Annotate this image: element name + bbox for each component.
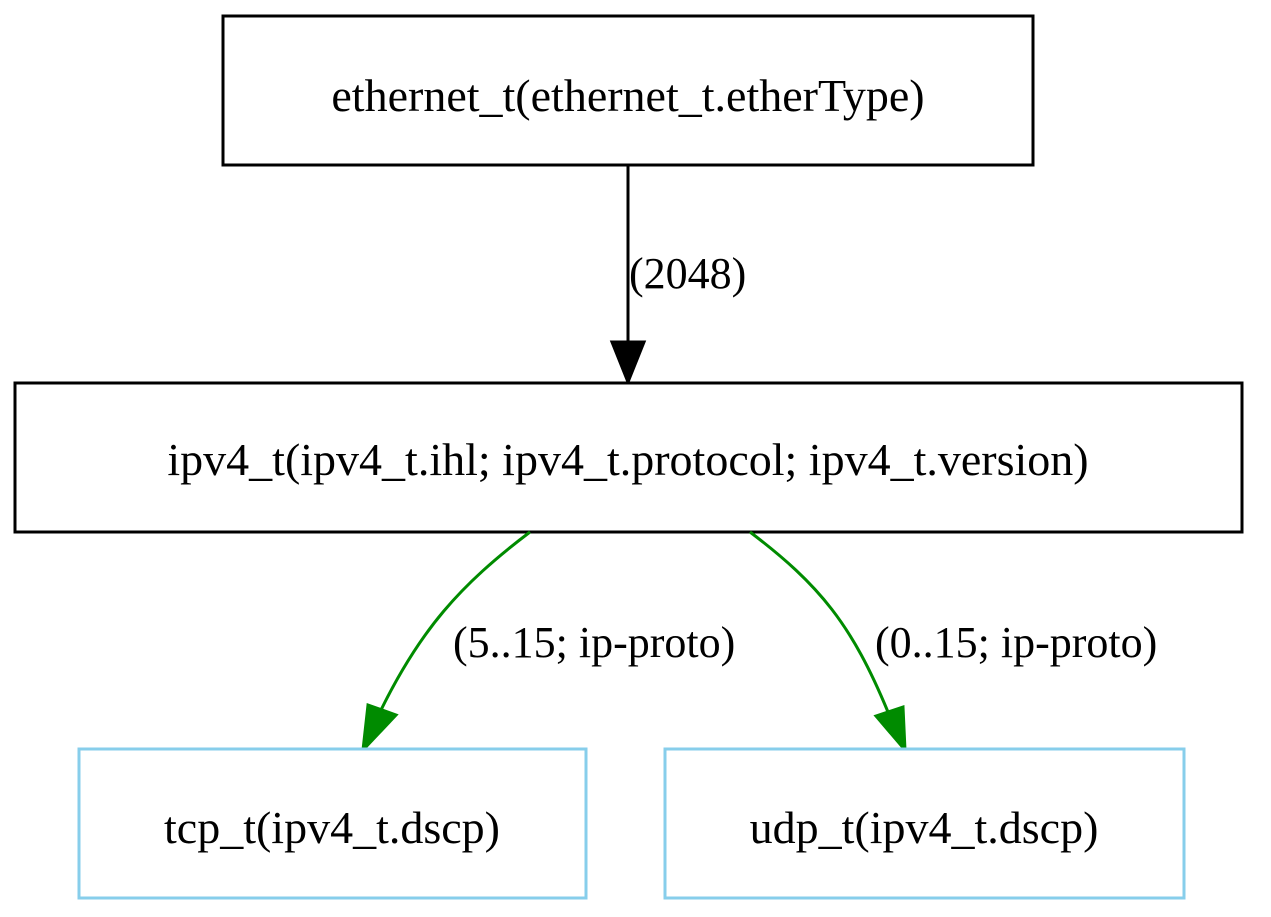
edge-ethernet-to-ipv4: (2048) bbox=[609, 166, 746, 387]
edge-ipv4-to-udp-arrowhead bbox=[873, 704, 907, 755]
node-tcp-label: tcp_t(ipv4_t.dscp) bbox=[164, 802, 500, 853]
edge-ethernet-to-ipv4-label: (2048) bbox=[629, 249, 746, 298]
node-tcp[interactable]: tcp_t(ipv4_t.dscp) bbox=[77, 747, 588, 900]
node-ethernet-box bbox=[221, 14, 1035, 167]
edge-ipv4-to-tcp: (5..15; ip-proto) bbox=[361, 530, 735, 755]
node-ipv4-label: ipv4_t(ipv4_t.ihl; ipv4_t.protocol; ipv4… bbox=[167, 434, 1088, 485]
edge-ipv4-to-tcp-label: (5..15; ip-proto) bbox=[453, 618, 735, 667]
node-ethernet-label: ethernet_t(ethernet_t.etherType) bbox=[331, 70, 924, 121]
node-ipv4[interactable]: ipv4_t(ipv4_t.ihl; ipv4_t.protocol; ipv4… bbox=[13, 381, 1244, 534]
edge-ipv4-to-tcp-arrowhead bbox=[361, 702, 399, 755]
node-udp-label: udp_t(ipv4_t.dscp) bbox=[750, 802, 1099, 853]
node-ipv4-box bbox=[13, 381, 1244, 534]
edge-ipv4-to-udp: (0..15; ip-proto) bbox=[749, 530, 1157, 755]
edge-ethernet-to-ipv4-arrowhead bbox=[609, 340, 647, 387]
node-udp-box bbox=[663, 747, 1186, 900]
node-ethernet[interactable]: ethernet_t(ethernet_t.etherType) bbox=[221, 14, 1035, 167]
node-tcp-box bbox=[77, 747, 588, 900]
node-udp[interactable]: udp_t(ipv4_t.dscp) bbox=[663, 747, 1186, 900]
edge-ipv4-to-udp-line bbox=[749, 530, 890, 713]
edge-ipv4-to-udp-label: (0..15; ip-proto) bbox=[875, 618, 1157, 667]
edge-ipv4-to-tcp-line bbox=[378, 530, 531, 713]
